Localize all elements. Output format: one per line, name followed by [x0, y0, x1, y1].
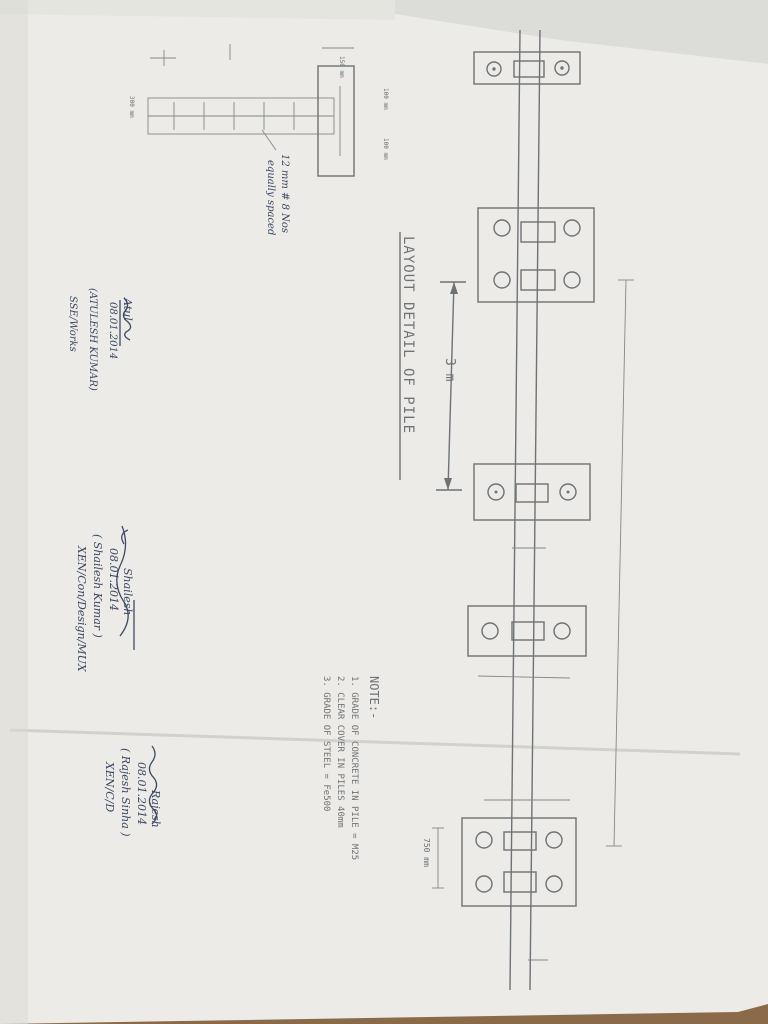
note-line-2: 2. CLEAR COVER IN PILES 40mm [335, 676, 345, 828]
cap-depth-label: 150 mm [338, 56, 345, 78]
pile-cap-5 [461, 817, 577, 907]
pile-cap-3 [473, 463, 591, 521]
shadow-left [0, 0, 28, 1024]
span-dimension-label: 3 m [442, 358, 457, 382]
drawing-title: LAYOUT DETAIL OF PILE [400, 236, 416, 434]
pile-gap-dimension-label: 750 mm [422, 838, 431, 867]
pile-cap-1 [473, 51, 581, 85]
signature-3-name: ( Rajesh Sinha ) [119, 748, 132, 837]
signature-1-name: (ATULESH KUMAR) [87, 288, 98, 391]
cover-label-1: 100 mm [382, 88, 389, 110]
paper-top-fold [0, 0, 395, 20]
signature-2-name: ( Shailesh Kumar ) [91, 534, 104, 638]
signature-3-scribble [148, 745, 158, 825]
note-line-1: 1. GRADE OF CONCRETE IN PILE = M25 [349, 676, 359, 860]
cover-label-2: 100 mm [382, 138, 389, 160]
signature-3-date: 08.01.2014 [135, 762, 148, 825]
signature-1-mark: Atul [121, 297, 134, 321]
overall-dimension-line [606, 279, 634, 847]
signature-2-date: 08.01.2014 [107, 548, 120, 611]
paper-top-right-flap [395, 0, 768, 64]
note-line-3: 3. GRADE OF STEEL = Fe500 [321, 676, 331, 811]
span-dimension [436, 281, 466, 491]
bar-note-2: equally spaced [265, 160, 276, 235]
signature-1-date: 08.01.2014 [107, 302, 118, 359]
tie-beam [509, 29, 541, 991]
beam-dimension-ticks [477, 547, 571, 961]
signature-2-scribble [116, 525, 135, 650]
pile-cap-4 [467, 605, 587, 657]
signature-1-scribble [119, 297, 132, 346]
pile-section-detail [147, 44, 355, 177]
pile-dia-label: 300 mm [128, 96, 135, 118]
pile-gap-dimension [432, 827, 444, 889]
signature-1-role: SSE/Works [67, 296, 78, 352]
signature-2-mark: Shailesh [121, 568, 134, 615]
signature-3-mark: Rajesh [149, 789, 162, 828]
pile-cap-2 [477, 207, 595, 303]
signature-3-role: XEN/C/D [103, 761, 116, 812]
bar-note: 12 mm # 8 Nos [279, 154, 290, 233]
signature-2-role: XEN/Con/Design/MUX [75, 545, 88, 673]
center-fold-line [9, 728, 741, 756]
note-heading: NOTE:- [367, 676, 381, 719]
